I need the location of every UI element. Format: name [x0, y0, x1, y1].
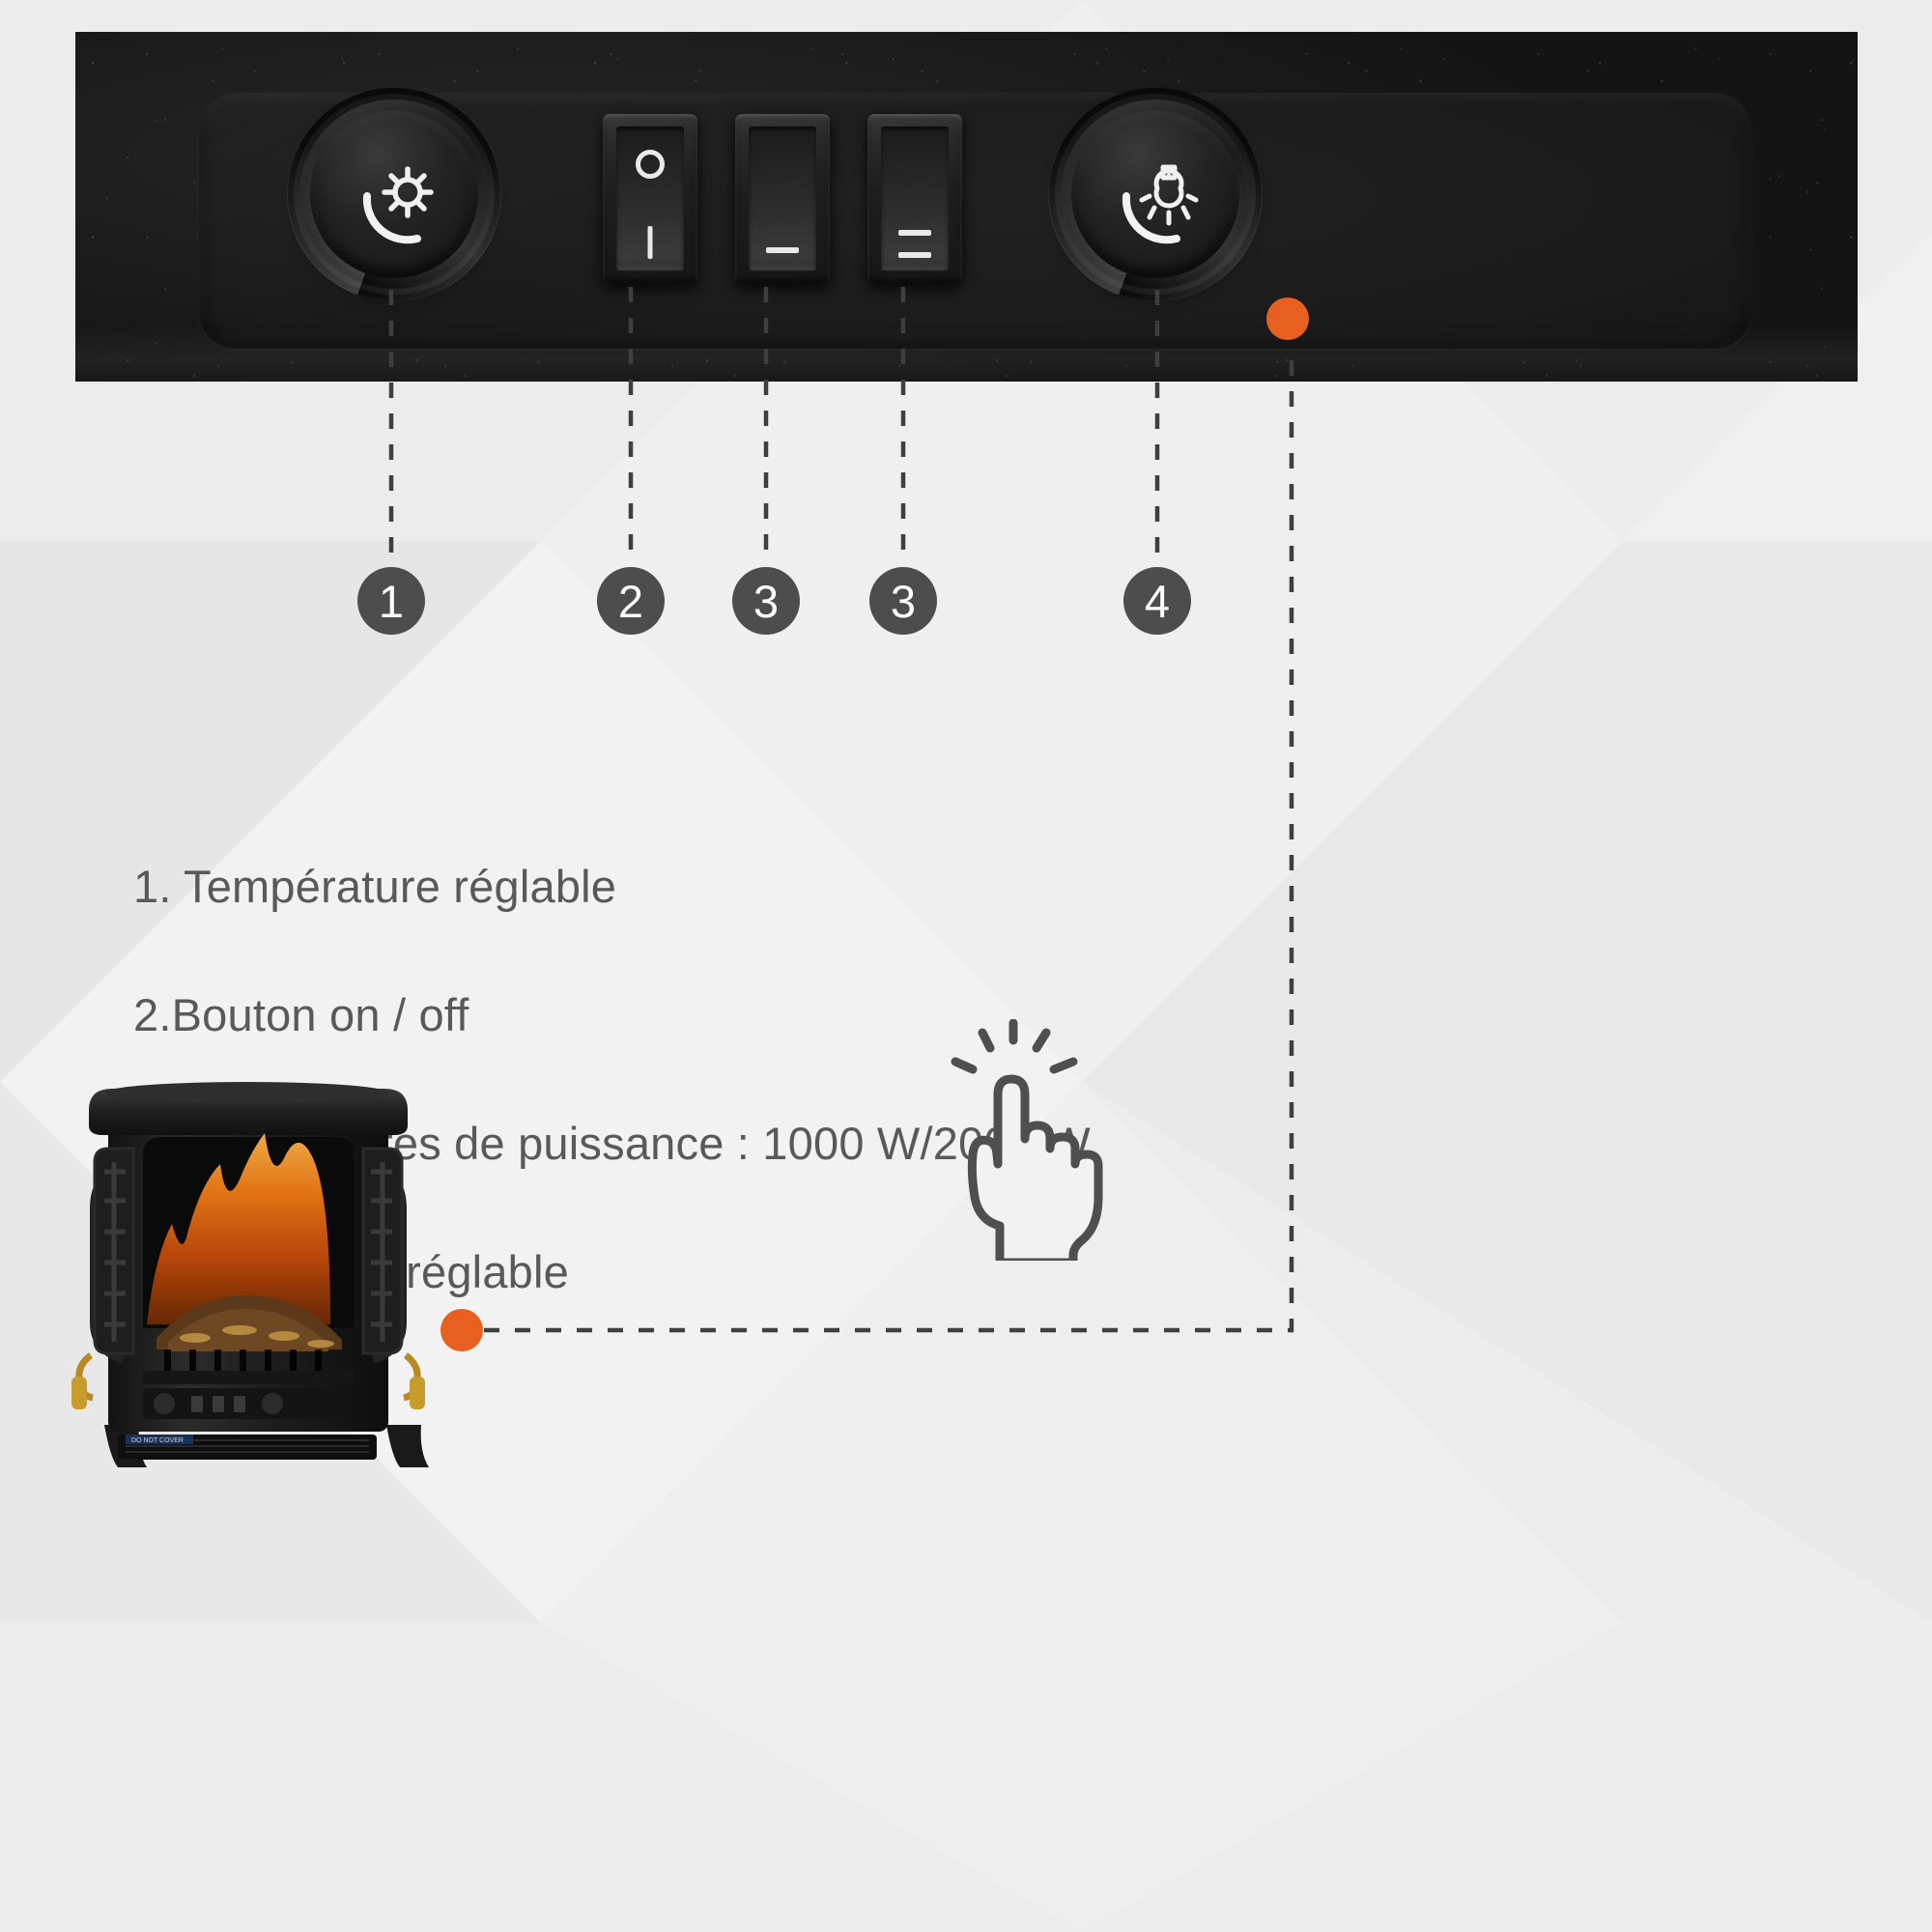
- callout-badge-1: 1: [357, 567, 425, 635]
- callout-badge-2: 2: [597, 567, 665, 635]
- sun-dial-icon: [362, 166, 434, 244]
- stove-warning-label: DO NOT COVER: [131, 1437, 184, 1444]
- bulb-dial-icon: [1122, 164, 1199, 244]
- callout-badge-3a: 3: [732, 567, 800, 635]
- rocker-paddle: [749, 127, 816, 270]
- electric-fireplace-stove: DO NOT COVER: [71, 1082, 429, 1467]
- rocker-on-i-mark: [647, 226, 653, 260]
- callout-badge-4: 4: [1123, 567, 1191, 635]
- badge-label: 1: [378, 575, 405, 627]
- rocker-double-dash-mark-top: [898, 230, 931, 237]
- control-panel-photo: [75, 32, 1858, 382]
- rocker-double-dash-mark-bottom: [898, 251, 931, 258]
- rocker-paddle: [881, 127, 949, 270]
- badge-label: 3: [753, 575, 780, 627]
- stove-hotspot-dot[interactable]: [440, 1309, 483, 1351]
- brightness-knob[interactable]: [1048, 87, 1263, 301]
- power-rocker-switch[interactable]: [603, 114, 697, 283]
- legend-item-2: 2.Bouton on / off: [133, 989, 469, 1040]
- badge-label: 3: [890, 575, 917, 627]
- temperature-knob[interactable]: [287, 87, 501, 301]
- rocker-paddle: [616, 127, 684, 270]
- panel-hotspot-dot[interactable]: [1266, 298, 1309, 340]
- legend-item-1: 1. Température réglable: [133, 861, 617, 912]
- panel-edge-highlight: [75, 326, 1858, 382]
- badge-label: 2: [617, 575, 644, 627]
- rocker-single-dash-mark: [766, 247, 799, 254]
- badge-label: 4: [1144, 575, 1171, 627]
- callout-badge-3b: 3: [869, 567, 937, 635]
- power-level-2000w-switch[interactable]: [867, 114, 962, 283]
- tap-hand-icon: [951, 1019, 1103, 1261]
- rocker-off-o-mark: [636, 149, 665, 179]
- power-level-1000w-switch[interactable]: [735, 114, 830, 283]
